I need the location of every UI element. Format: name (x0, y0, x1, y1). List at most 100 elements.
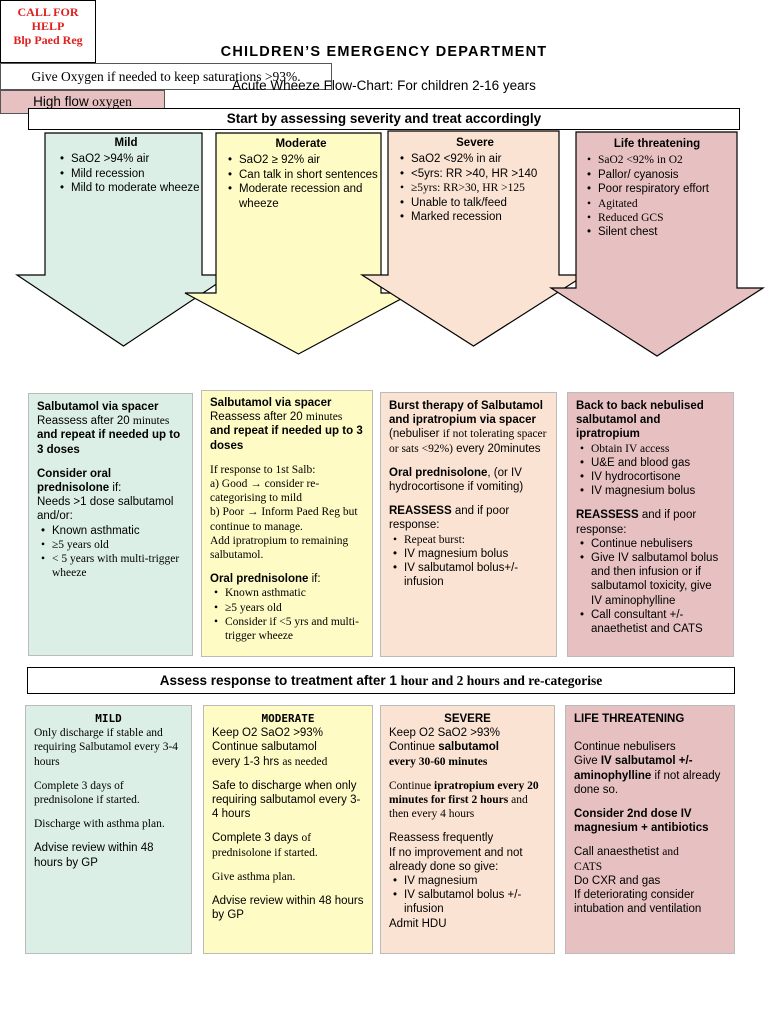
list-item: Can talk in short sentences (228, 168, 380, 183)
list-item: Mild to moderate wheeze (60, 181, 200, 196)
list-item: Poor respiratory effort (587, 182, 732, 197)
life-response-panel: LIFE THREATENING Continue nebulisers Giv… (565, 705, 735, 954)
response-text: Give IV salbutamol +/- aminophylline if … (574, 755, 721, 796)
severe-treatment-panel: Burst therapy of Salbutamol and ipratrop… (380, 392, 557, 657)
treatment-text: Needs >1 dose salbutamol and/or: (37, 496, 174, 523)
list-item: IV magnesium bolus (580, 484, 725, 498)
severe-response-title: SEVERE (444, 713, 491, 725)
life-response-title: LIFE THREATENING (574, 713, 685, 725)
oxygen-box: Give Oxygen if needed to keep saturation… (0, 63, 332, 90)
treatment-text: If response to 1st Salb: (210, 463, 316, 476)
response-text: every 30-60 minutes (389, 755, 488, 768)
moderate-response-title: MODERATE (261, 712, 315, 725)
call-for-help-box: CALL FOR HELP Blp Paed Reg (0, 0, 96, 63)
life-title: Life threatening (613, 138, 701, 150)
list-item: Silent chest (587, 225, 732, 240)
call-for-help-line: Blp Paed Reg (13, 33, 83, 47)
list-item: Moderate recession and wheeze (228, 182, 380, 211)
high-flow-oxygen-label: oxygen (88, 94, 132, 109)
call-for-help-line: CALL FOR (17, 5, 79, 19)
response-text: Consider 2nd dose IV magnesium + antibio… (574, 808, 709, 835)
list-item: < 5 years with multi-trigger wheeze (41, 552, 184, 580)
severe-title: Severe (456, 137, 494, 149)
treatment-heading: Salbutamol via spacer (210, 397, 332, 409)
flowchart-subtitle: Acute Wheeze Flow-Chart: For children 2-… (232, 78, 536, 93)
treatment-text: (nebuliser if not tolerating spacer or s… (389, 428, 547, 455)
mild-treatment-panel: Salbutamol via spacer Reassess after 20 … (28, 393, 193, 656)
response-text: Call anaesthetist and (574, 846, 679, 859)
treatment-text: Add ipratropium to remaining salbutamol. (210, 534, 349, 562)
list-item: SaO2 <92% in air (400, 152, 555, 167)
response-text: CATS (574, 860, 603, 873)
list-item: Consider if <5 yrs and multi-trigger whe… (214, 615, 364, 643)
severe-response-panel: SEVERE Keep O2 SaO2 >93% Continue salbut… (380, 705, 555, 954)
response-text: Complete 3 days of prednisolone if start… (34, 779, 140, 807)
mild-response-title: MILD (95, 712, 122, 725)
treatment-text: Reassess after 20 minutes and repeat if … (37, 415, 181, 456)
treatment-heading: Salbutamol via spacer (37, 401, 159, 413)
treatment-heading: Back to back nebulised salbutamol and ip… (576, 400, 704, 441)
moderate-treatment-panel: Salbutamol via spacer Reassess after 20 … (201, 390, 373, 657)
response-text: Complete 3 days of prednisolone if start… (212, 832, 318, 859)
response-text: Continue ipratropium every 20 minutes fo… (389, 779, 539, 821)
list-item: IV salbutamol bolus+/- infusion (393, 561, 548, 589)
moderate-criteria: Moderate SaO2 ≥ 92% air Can talk in shor… (222, 137, 380, 211)
response-text: Continue salbutamol (212, 741, 317, 754)
mild-title: Mild (114, 137, 138, 149)
list-item: Reduced GCS (587, 211, 732, 226)
list-item: IV magnesium (393, 874, 546, 888)
treatment-text: Consider oral prednisolone if: (37, 467, 122, 495)
life-criteria: Life threatening SaO2 <92% in O2 Pallor/… (582, 137, 732, 240)
mild-response-panel: MILD Only discharge if stable and requir… (25, 705, 192, 954)
treatment-heading: Burst therapy of Salbutamol and ipratrop… (389, 400, 543, 427)
response-text: Keep O2 SaO2 >93% (212, 727, 323, 740)
list-item: SaO2 >94% air (60, 152, 200, 167)
list-item: Agitated (587, 197, 732, 212)
response-text: Continue nebulisers (574, 741, 676, 754)
treatment-text: and repeat if needed up to 3 doses (210, 425, 363, 452)
call-for-help-line: HELP (31, 19, 65, 33)
list-item: Give IV salbutamol bolus and then infusi… (580, 551, 725, 608)
treatment-text: REASSESS and if poor response: (576, 509, 697, 536)
response-text: Do CXR and gas (574, 874, 661, 887)
response-text: If deteriorating consider intubation and… (574, 889, 702, 916)
mild-criteria: Mild SaO2 >94% air Mild recession Mild t… (52, 136, 200, 196)
list-item: IV salbutamol bolus +/- infusion (393, 888, 546, 916)
list-item: Known asthmatic (214, 586, 364, 600)
high-flow-label: High flow (33, 94, 89, 109)
list-item: Unable to talk/feed (400, 196, 555, 211)
response-text: Give asthma plan. (212, 870, 296, 883)
moderate-response-panel: MODERATE Keep O2 SaO2 >93% Continue salb… (203, 705, 373, 954)
treatment-text: Oral prednisolone, (or IV hydrocortisone… (389, 466, 524, 494)
list-item: Pallor/ cyanosis (587, 168, 732, 183)
response-text: Continue salbutamol (389, 741, 499, 754)
department-title: CHILDREN’S EMERGENCY DEPARTMENT (220, 44, 548, 60)
list-item: Repeat burst: (393, 533, 548, 547)
list-item: SaO2 <92% in O2 (587, 153, 732, 168)
response-text: every 1-3 hrs as needed (212, 755, 328, 768)
treatment-text: REASSESS and if poor response: (389, 505, 510, 532)
response-text: Advise review within 48 hours by GP (34, 842, 154, 869)
list-item: IV magnesium bolus (393, 547, 548, 561)
list-item: Mild recession (60, 167, 200, 182)
list-item: ≥5yrs: RR>30, HR >125 (400, 181, 555, 196)
response-text: Admit HDU (389, 917, 447, 930)
list-item: IV hydrocortisone (580, 470, 725, 484)
list-item: Call consultant +/- anaethetist and CATS (580, 608, 725, 636)
list-item: SaO2 ≥ 92% air (228, 153, 380, 168)
list-item: Marked recession (400, 210, 555, 225)
response-text: Keep O2 SaO2 >93% (389, 727, 500, 740)
life-treatment-panel: Back to back nebulised salbutamol and ip… (567, 392, 734, 657)
list-item: ≥5 years old (214, 601, 364, 615)
response-text: Reassess frequently (389, 832, 494, 845)
moderate-title: Moderate (275, 138, 327, 150)
treatment-text: Oral prednisolone if: (210, 573, 321, 586)
list-item: Continue nebulisers (580, 537, 725, 551)
list-item: U&E and blood gas (580, 456, 725, 470)
treatment-text: b) Poor → Inform Paed Reg but continue t… (210, 506, 358, 533)
treatment-text: a) Good → consider re-categorising to mi… (210, 478, 320, 505)
treatment-text: Reassess after 20 minutes (210, 411, 343, 424)
severe-criteria: Severe SaO2 <92% in air <5yrs: RR >40, H… (395, 136, 555, 225)
response-text: Safe to discharge when only requiring sa… (212, 779, 361, 821)
response-text: Only discharge if stable and requiring S… (34, 727, 179, 768)
